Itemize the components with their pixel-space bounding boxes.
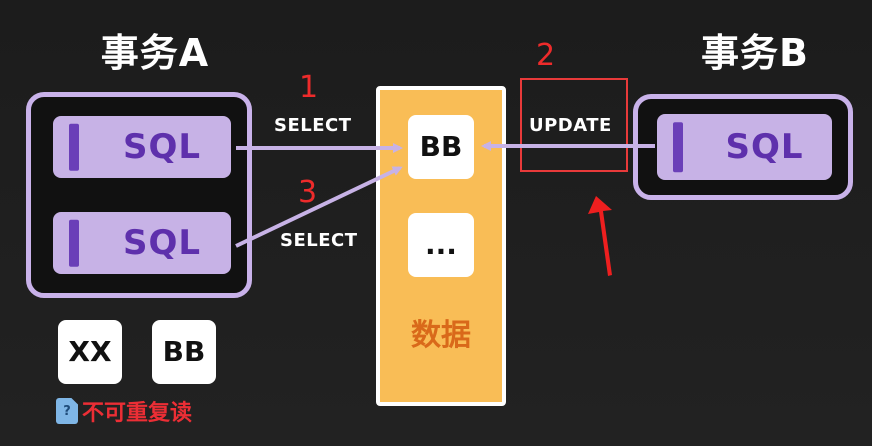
step-number-1: 1	[299, 70, 319, 105]
transaction-b-sql-1: SQL	[657, 114, 832, 180]
data-store-label: 数据	[411, 318, 471, 353]
transaction-a-sql-1: SQL	[53, 116, 231, 178]
select-label-step-3: SELECT	[280, 230, 358, 251]
question-doc-icon: ?	[56, 398, 78, 424]
transaction-b-title: 事务B	[701, 31, 809, 75]
step-number-3: 3	[298, 175, 318, 210]
sql-bar-decoration	[69, 123, 79, 171]
sql-bar-decoration	[673, 122, 683, 172]
update-label: UPDATE	[529, 115, 612, 136]
sql-label: SQL	[122, 127, 202, 167]
sql-label: SQL	[725, 127, 804, 167]
result-tile-first: XX	[58, 320, 122, 384]
sql-bar-decoration	[69, 219, 79, 267]
sql-label: SQL	[122, 223, 202, 263]
non-repeatable-read-note: ? 不可重复读	[56, 396, 192, 426]
select-label-step-1: SELECT	[274, 115, 352, 136]
transaction-a-sql-2: SQL	[53, 212, 231, 274]
result-tile-second: BB	[152, 320, 216, 384]
note-text: 不可重复读	[82, 401, 193, 426]
step-number-2: 2	[536, 38, 556, 73]
red-pointer-arrow	[588, 196, 612, 276]
data-more-tile: ...	[408, 213, 474, 277]
data-value-tile: BB	[408, 115, 474, 179]
transaction-a-title: 事务A	[100, 31, 210, 75]
update-highlight-box	[520, 78, 628, 172]
